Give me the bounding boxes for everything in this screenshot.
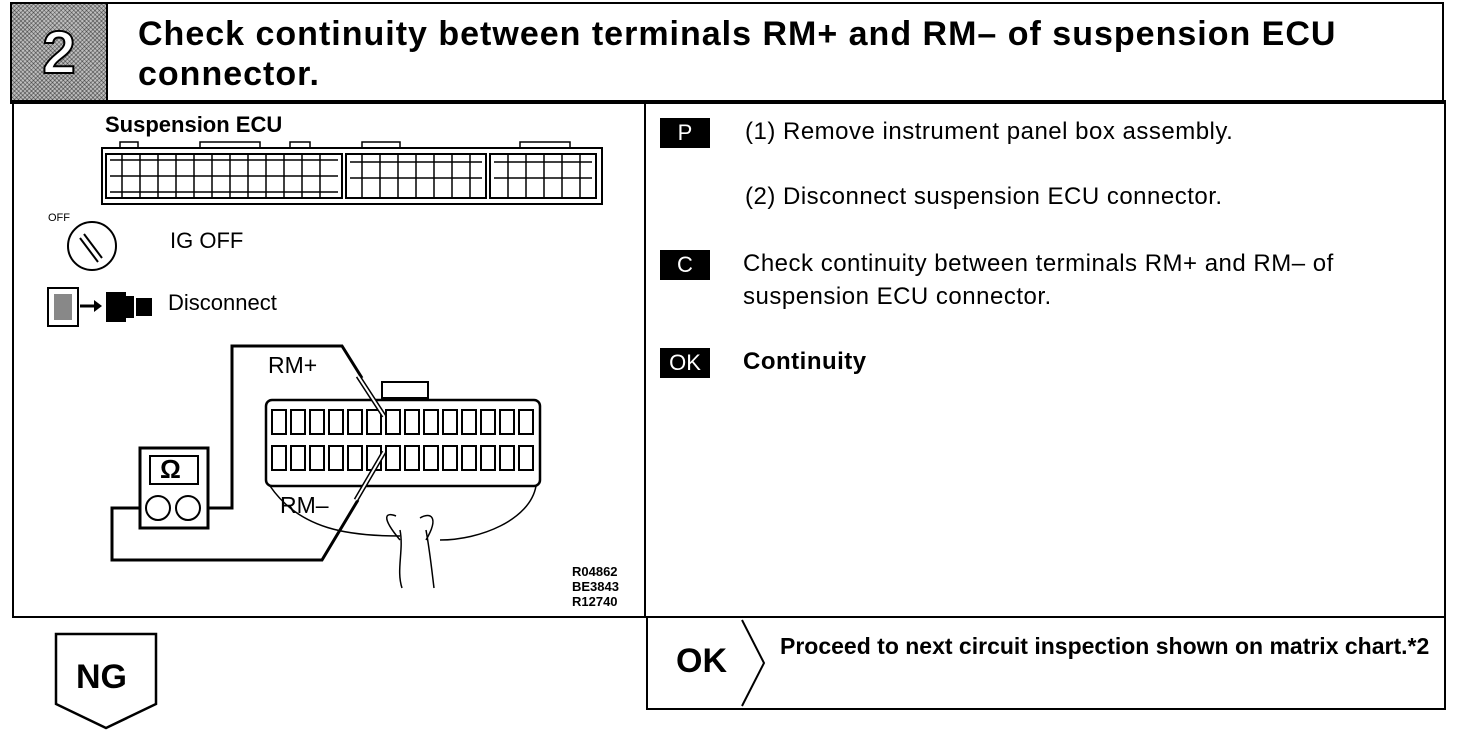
continuity-test-diagram xyxy=(110,344,542,589)
header-frame xyxy=(10,2,1444,104)
procedure-step-1: (1) Remove instrument panel box assembly… xyxy=(745,118,1234,145)
rm-minus-label: RM– xyxy=(280,492,329,518)
check-text: Check continuity between terminals RM+ a… xyxy=(743,250,1334,310)
figure-code-1: R04862 xyxy=(572,564,618,579)
ecu-connector-diagram xyxy=(101,141,603,205)
step-title: Check continuity between terminals RM+ a… xyxy=(138,15,1337,93)
figure-code-2: BE3843 xyxy=(572,579,619,594)
ig-off-label: IG OFF xyxy=(170,228,244,253)
check-tag: C xyxy=(660,250,710,280)
ok-result-label: OK xyxy=(676,642,727,680)
procedure-tag: P xyxy=(660,118,710,148)
step-number: 2 xyxy=(41,19,76,86)
disconnect-connector-icon xyxy=(47,287,152,327)
ng-result-label: NG xyxy=(76,658,127,696)
ignition-switch-icon xyxy=(67,221,117,271)
procedure-step-2: (2) Disconnect suspension ECU connector. xyxy=(745,183,1223,210)
ng-result-shape xyxy=(54,632,158,730)
ok-result-box xyxy=(646,616,1446,710)
off-label: OFF xyxy=(48,212,70,224)
ok-criteria-tag: OK xyxy=(660,348,710,378)
ok-result-action: Proceed to next circuit inspection shown… xyxy=(780,633,1430,659)
ecu-label: Suspension ECU xyxy=(105,112,283,137)
ok-criteria-text: Continuity xyxy=(743,348,867,375)
disconnect-label: Disconnect xyxy=(168,290,277,315)
rm-plus-label: RM+ xyxy=(268,352,318,378)
ok-result-chevron xyxy=(741,619,766,707)
figure-code-3: R12740 xyxy=(572,594,618,609)
step-number-badge: 2 xyxy=(12,4,108,102)
ohmmeter-symbol: Ω xyxy=(160,454,181,484)
